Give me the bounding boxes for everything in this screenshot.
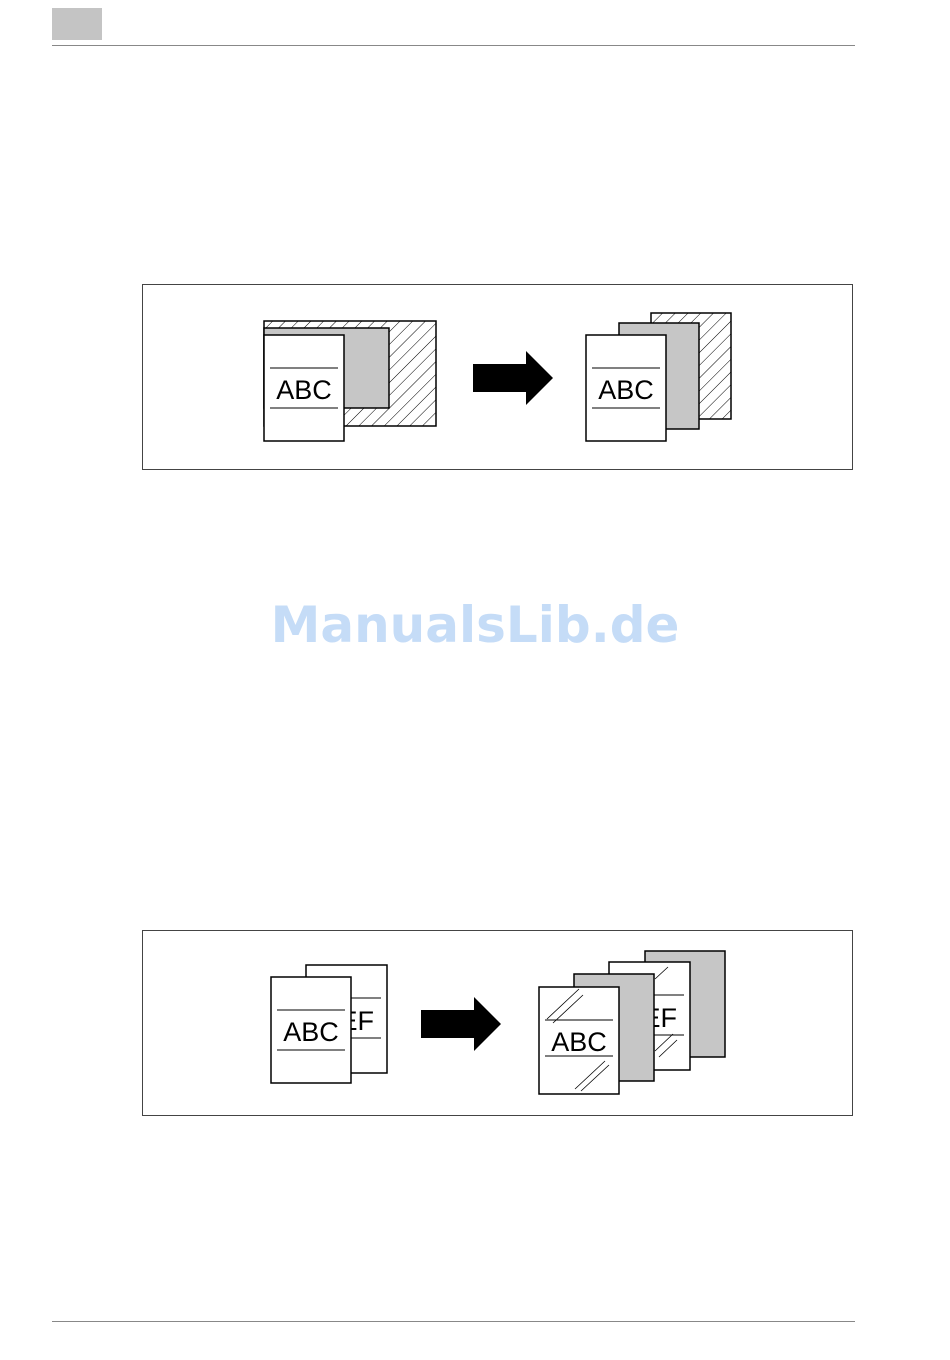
original-front-text: ABC (283, 1017, 339, 1047)
original-duplex-pair: DEF ABC (271, 965, 387, 1083)
result-front-page: ABC (586, 335, 666, 441)
header-rule (52, 45, 855, 46)
original-page-text: ABC (276, 375, 332, 405)
footer-rule (52, 1321, 855, 1322)
result-front-page-2: ABC (539, 987, 619, 1094)
result-front-text: ABC (551, 1027, 607, 1057)
page-tab-marker (52, 8, 102, 40)
result-duplex-stack: DEF ABC (539, 951, 725, 1094)
watermark-text: ManualsLib.de (0, 596, 950, 654)
right-arrow-icon (473, 351, 553, 405)
result-sheet-stack: ABC (586, 313, 731, 441)
original-sheet-stack: ABC (264, 321, 436, 441)
figure-duplex-insert: DEF ABC DEF (142, 930, 853, 1116)
right-arrow-icon (421, 997, 501, 1051)
original-front-page-2: ABC (271, 977, 351, 1083)
result-page-text: ABC (598, 375, 654, 405)
original-front-page: ABC (264, 335, 344, 441)
figure-blank-page-insert: ABC ABC (142, 284, 853, 470)
